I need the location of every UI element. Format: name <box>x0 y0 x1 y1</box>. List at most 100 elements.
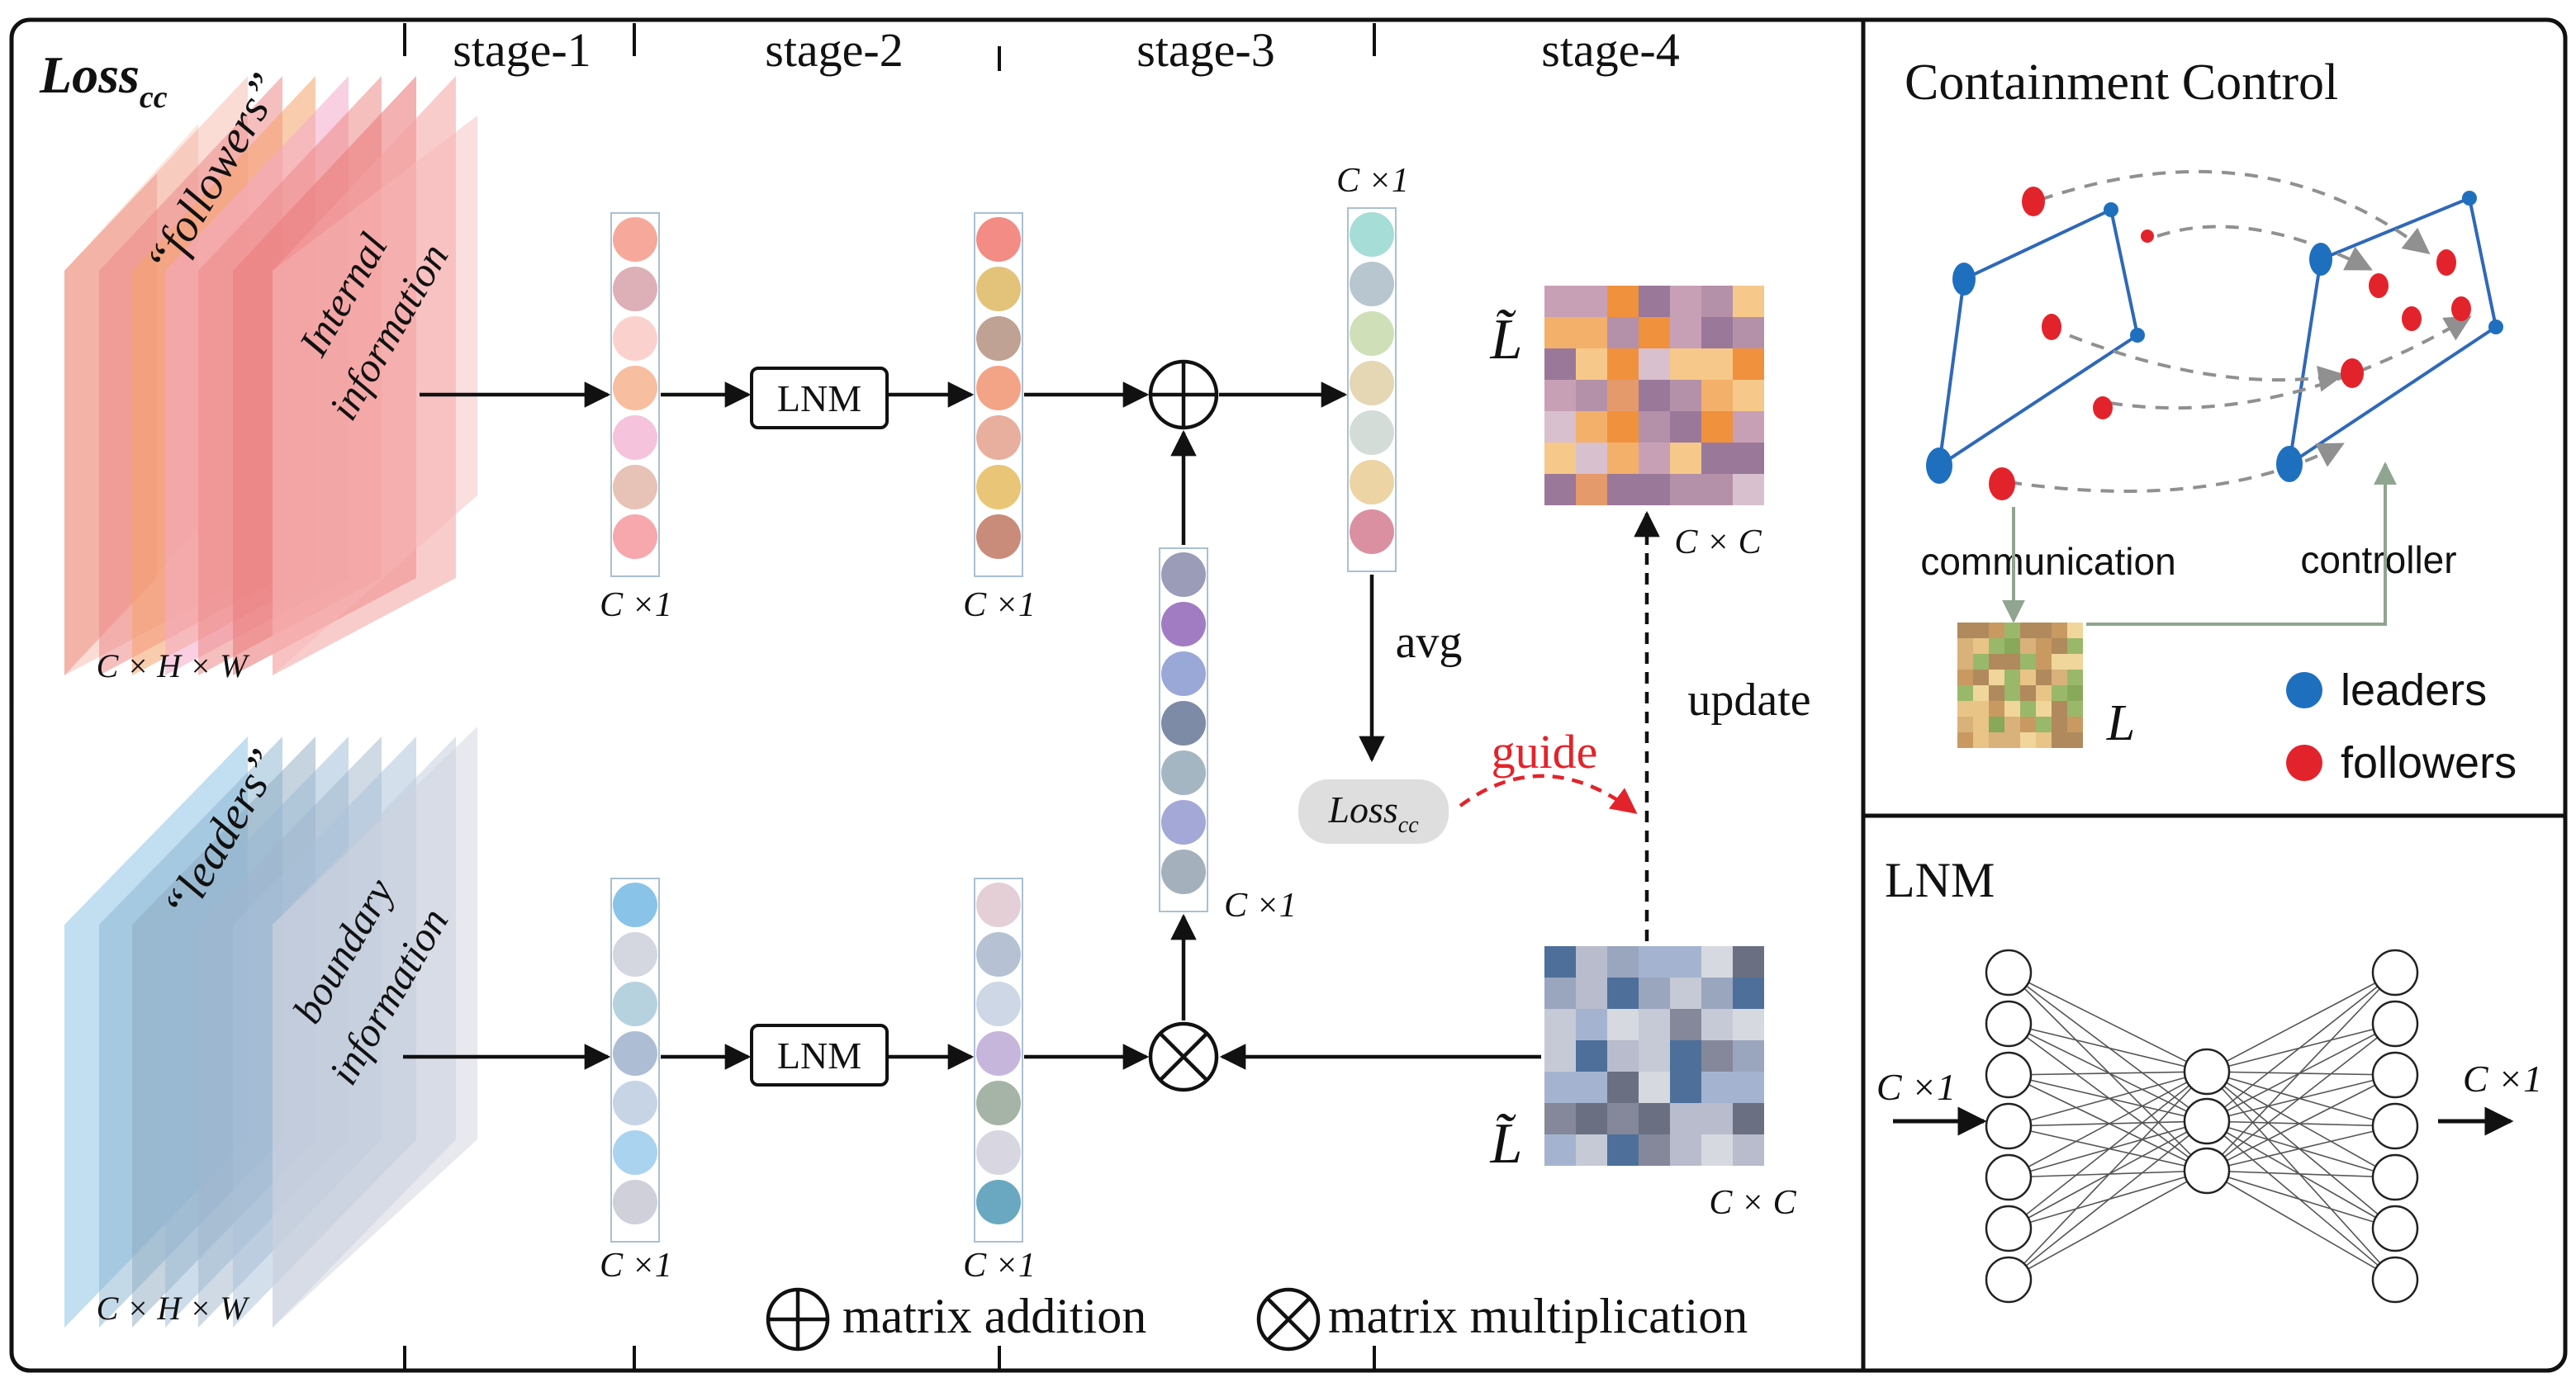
matrix-cell <box>1544 1009 1576 1040</box>
matrix-cell <box>1670 1072 1701 1103</box>
matrix-cell <box>1989 670 2004 685</box>
matrix-cell <box>2020 670 2036 685</box>
matrix-cell <box>1733 443 1764 474</box>
lnm-connection <box>2206 1074 2396 1172</box>
matrix-cell <box>1576 978 1607 1009</box>
matrix-cell <box>1670 1009 1701 1040</box>
matrix-cell <box>1701 1072 1733 1103</box>
matrix-cell <box>2052 670 2067 685</box>
matrix-cell <box>1670 286 1701 317</box>
lnm-neuron <box>1985 1205 2033 1252</box>
matrix-cell <box>1957 732 1973 748</box>
matrix-cell <box>1607 317 1639 348</box>
lnm-network <box>1985 949 2419 1304</box>
matrix-cell <box>1973 670 1989 685</box>
matrix-cell <box>2004 717 2020 732</box>
leaders-dims: C × H × W <box>97 1290 251 1327</box>
multiplication-legend-icon <box>1256 1287 1321 1352</box>
matrix-cell <box>1544 286 1576 317</box>
matrix-cell <box>1989 732 2004 748</box>
matrix-cell <box>1576 1103 1607 1134</box>
guide-label: guide <box>1492 725 1598 779</box>
laplacian-matrix-small <box>1957 623 2083 748</box>
flow-arrows-top <box>420 381 1348 545</box>
matrix-cell <box>1701 1103 1733 1134</box>
matrix-cell <box>1670 1040 1701 1072</box>
matrix-cell <box>1733 1040 1764 1072</box>
matrix-cell <box>1544 443 1576 474</box>
lnm-input-label: C ×1 <box>1876 1066 1956 1108</box>
matrix-cell <box>1733 1072 1764 1103</box>
lnm-connection <box>2008 972 2208 1072</box>
lnm-neuron <box>2183 1147 2231 1195</box>
matrix-cell <box>1670 978 1701 1009</box>
lnm-connection <box>2008 1023 2208 1072</box>
vector-label-f1: C ×1 <box>600 586 672 624</box>
matrix-cell <box>1733 1134 1764 1166</box>
lnm-connection <box>2206 1023 2396 1172</box>
matrix-cell <box>1957 654 1973 670</box>
matrix-cell <box>1639 443 1670 474</box>
matrix-cell <box>1989 685 2004 701</box>
matrix-cell <box>1957 685 1973 701</box>
lnm-neuron <box>2371 1205 2419 1252</box>
matrix-cell <box>2036 638 2052 654</box>
matrix-cell <box>1544 348 1576 380</box>
matrix-cell <box>1973 654 1989 670</box>
matrix-cell <box>1607 348 1639 380</box>
stage-ticks-top <box>403 23 1376 71</box>
vector-label-l3: C ×1 <box>1224 887 1297 925</box>
matrix-cell <box>1733 474 1764 505</box>
lnm-connection <box>2206 1170 2396 1229</box>
matrix-cell <box>1989 638 2004 654</box>
lnm-connection <box>2206 972 2396 1072</box>
matrix-cell <box>1989 654 2004 670</box>
lnm-box-top <box>750 367 889 429</box>
matrix-cell <box>1733 1103 1764 1134</box>
controller-label: controller <box>2300 538 2456 581</box>
matrix-cell <box>1576 1134 1607 1166</box>
vector-followers-stage3-output <box>1347 207 1397 572</box>
lnm-connection <box>2206 1170 2396 1178</box>
matrix-cell <box>1701 946 1733 978</box>
matrix-cell <box>1607 286 1639 317</box>
matrix-cell <box>2067 685 2083 701</box>
lnm-connection <box>2008 1023 2208 1122</box>
matrix-cell <box>1957 717 1973 732</box>
matrix-cell <box>2004 654 2020 670</box>
matrix-cell <box>1973 638 1989 654</box>
vector-leaders-stage1 <box>610 878 660 1243</box>
matrix-cell <box>1544 1103 1576 1134</box>
matrix-cell <box>1639 1009 1670 1040</box>
addition-legend-icon <box>766 1287 830 1352</box>
matrix-cell <box>1733 317 1764 348</box>
lnm-neuron <box>2371 1102 2419 1150</box>
matrix-cell <box>1607 443 1639 474</box>
lnm-neuron <box>1985 1051 2033 1099</box>
followers-legend-dot <box>2286 745 2322 781</box>
matrix-cell <box>1576 286 1607 317</box>
matrix-cell <box>2067 623 2083 638</box>
matrix-cell <box>1670 1134 1701 1166</box>
matrix-cell <box>1639 1040 1670 1072</box>
matrix-cell <box>1670 317 1701 348</box>
lnm-neuron <box>2371 1256 2419 1304</box>
vector-followers-stage2 <box>974 212 1023 577</box>
communication-label: communication <box>1920 540 2175 583</box>
matrix-cell <box>1733 978 1764 1009</box>
lnm-connection <box>2008 1120 2208 1281</box>
lnm-connection <box>2008 972 2208 1122</box>
lnm-connection <box>2008 1170 2208 1178</box>
matrix-cell <box>2004 638 2020 654</box>
matrix-cell <box>1670 443 1701 474</box>
matrix-cell <box>1639 317 1670 348</box>
followers-feature-stack <box>64 76 477 675</box>
matrix-cell <box>2067 701 2083 717</box>
lnm-connection <box>2008 1120 2208 1127</box>
outer-frame <box>9 17 2568 1373</box>
leaders-legend-label: leaders <box>2341 665 2487 715</box>
matrix-cell <box>1576 1009 1607 1040</box>
matrix-cell <box>1639 474 1670 505</box>
matrix-cell <box>1670 411 1701 443</box>
